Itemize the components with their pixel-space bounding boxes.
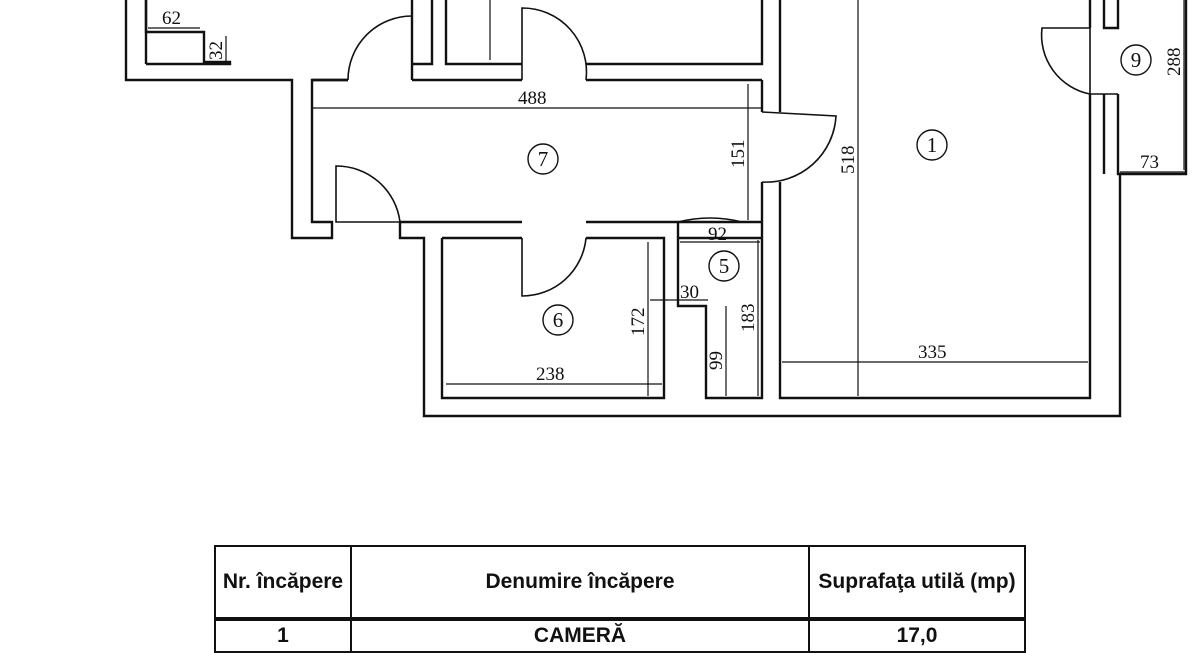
walls: [124, 0, 1188, 418]
dimension-labels: 62 32 488 151 518 288 73 92 30 183 172 9…: [162, 8, 1185, 385]
cell-room-name: CAMERĂ: [350, 618, 810, 653]
room-marker-7: 7: [527, 143, 559, 175]
wall-room-6-b: [440, 236, 666, 400]
dim-label-488: 488: [518, 88, 547, 109]
floor-plan: 62 32 488 151 518 288 73 92 30 183 172 9…: [124, 0, 1188, 418]
dim-label-99: 99: [706, 351, 727, 370]
door-room-1: [761, 111, 837, 183]
cell-room-area: 17,0: [808, 618, 1026, 653]
wall-room-9-c: [1116, 94, 1120, 176]
door-room-9: [1040, 27, 1091, 95]
room-marker-5: 5: [708, 250, 740, 282]
dim-label-238: 238: [536, 364, 565, 385]
dim-label-518: 518: [838, 146, 859, 175]
table-row: 1 CAMERĂ 17,0: [214, 618, 1026, 653]
room-number-1: 1: [927, 133, 938, 157]
wall-left-stub-2: [412, 0, 434, 66]
wall-room-9: [1102, 0, 1120, 30]
room-marker-9: 9: [1120, 44, 1152, 76]
dim-label-92: 92: [708, 224, 727, 245]
door-top-left: [347, 15, 413, 81]
dim-label-183: 183: [738, 304, 759, 333]
wall-top-left: [124, 0, 348, 240]
room-marker-1: 1: [916, 129, 948, 161]
door-room-5: [677, 217, 743, 223]
room-number-6: 6: [553, 308, 564, 332]
room-number-9: 9: [1131, 48, 1142, 72]
door-corridor-left: [335, 165, 401, 223]
dim-label-62: 62: [162, 8, 181, 29]
dim-label-73: 73: [1140, 152, 1159, 173]
room-markers: 1 5 6 7 9: [527, 44, 1152, 336]
dim-label-288: 288: [1164, 48, 1185, 77]
room-number-5: 5: [719, 254, 730, 278]
dimension-lines: [148, 0, 1186, 396]
dim-label-151: 151: [728, 140, 749, 169]
cell-room-number: 1: [214, 618, 352, 653]
wall-mid-room: [444, 0, 522, 66]
dim-label-172: 172: [628, 308, 649, 337]
wall-corridor-bottom-a: [398, 0, 1188, 418]
table-header-row: Nr. încăpere Denumire încăpere Suprafaţa…: [214, 545, 1026, 621]
doors: [335, 7, 1091, 297]
door-room-6: [521, 237, 587, 297]
door-top-mid: [521, 7, 588, 81]
room-number-7: 7: [538, 147, 549, 171]
room-marker-6: 6: [542, 304, 574, 336]
wall-mid-room-2: [586, 0, 764, 66]
dim-label-30: 30: [680, 282, 699, 303]
header-room-number: Nr. încăpere: [214, 545, 352, 621]
wall-room-5: [676, 222, 764, 400]
header-room-name: Denumire încăpere: [350, 545, 810, 621]
room-area-table: Nr. încăpere Denumire încăpere Suprafaţa…: [214, 545, 1026, 653]
wall-room-1-b: [778, 94, 1092, 400]
header-usable-area: Suprafaţa utilă (mp): [808, 545, 1026, 621]
dim-label-335: 335: [918, 342, 947, 363]
dim-label-32: 32: [206, 41, 227, 60]
